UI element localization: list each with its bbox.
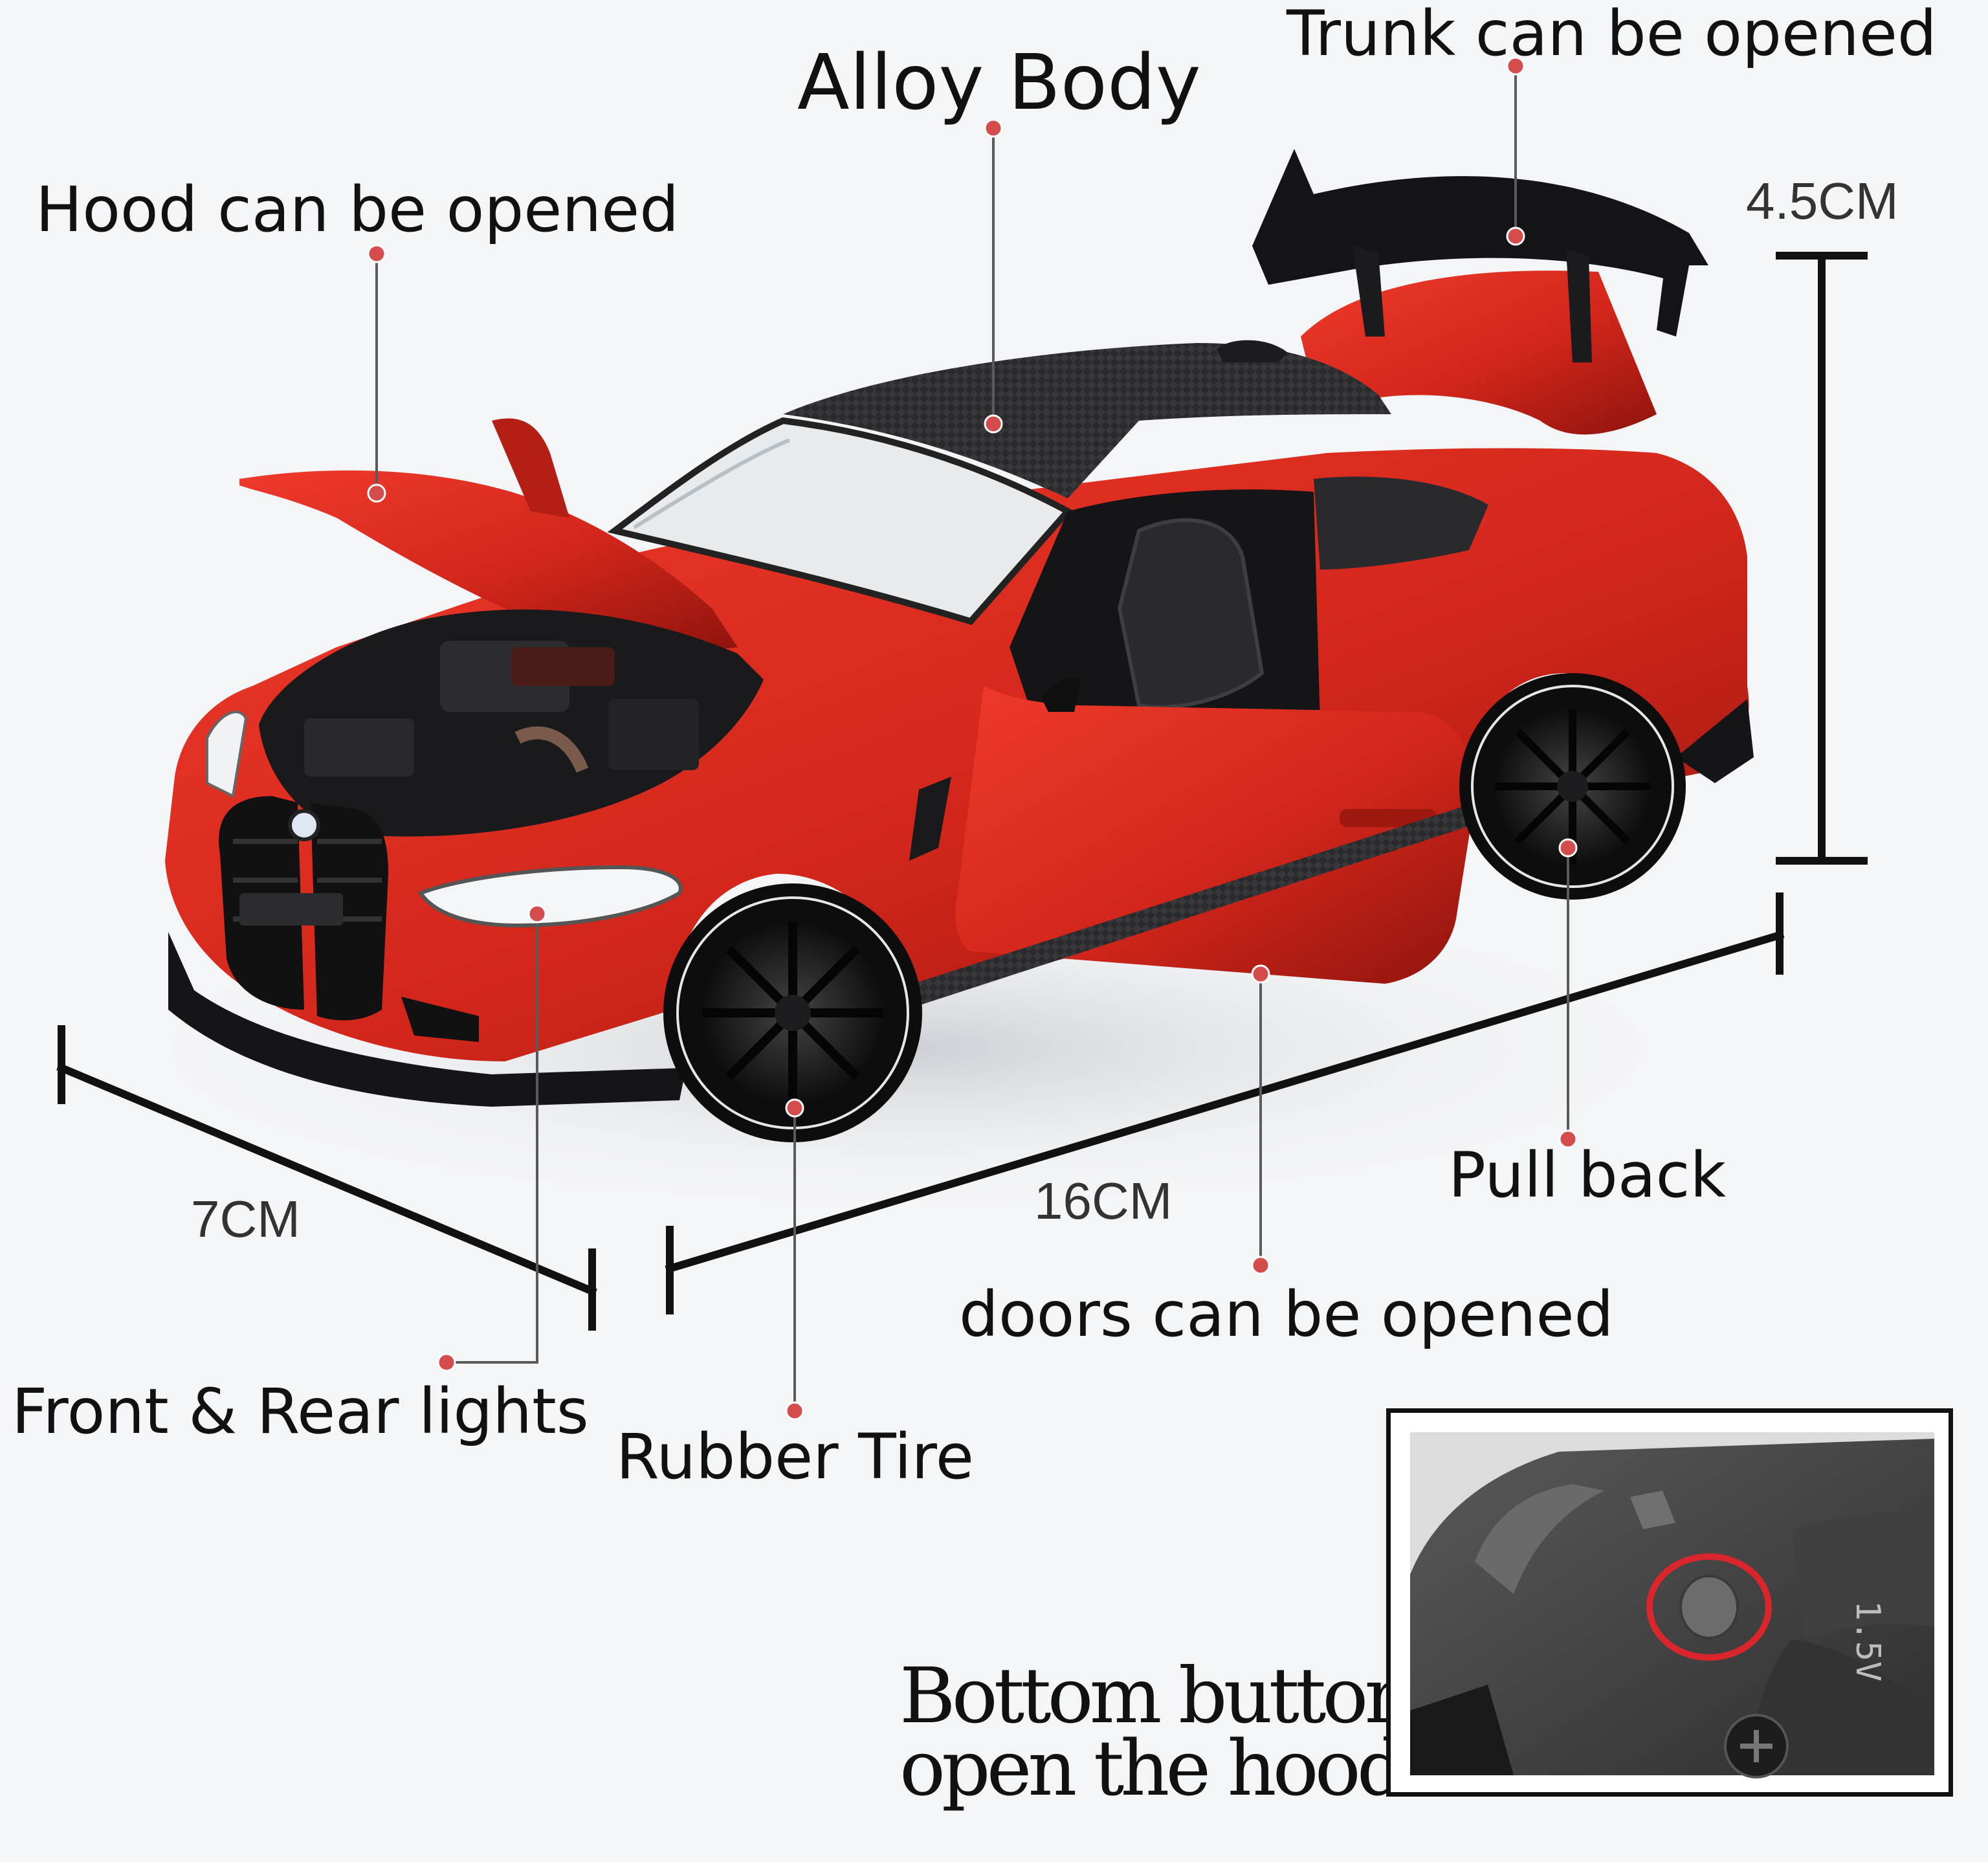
battery-marking: 1.5V (1848, 1601, 1887, 1681)
inset-image: 1.5V (1410, 1432, 1934, 1779)
kidney-grille (219, 796, 388, 1021)
callout-trunk: Trunk can be opened (1287, 0, 1937, 70)
height-label: 4.5CM (1746, 172, 1899, 230)
trunk-lid (1301, 271, 1657, 435)
callout-lights: Front & Rear lights (12, 1375, 589, 1448)
height-dimension (1776, 252, 1868, 865)
callout-hood: Hood can be opened (36, 173, 679, 246)
highlight-ring (1646, 1553, 1772, 1661)
rear-wheel (1459, 673, 1686, 900)
length-dimension (665, 892, 1785, 1314)
callout-tire: Rubber Tire (616, 1421, 974, 1493)
seat (1117, 518, 1265, 709)
callout-alloy-body: Alloy Body (797, 38, 1201, 127)
headlight (417, 865, 683, 928)
callout-doors: doors can be opened (959, 1278, 1614, 1351)
callout-pull-back: Pull back (1448, 1139, 1727, 1212)
bottom-button-note-line1: Bottom button, (900, 1651, 1434, 1740)
front-splitter (168, 932, 686, 1107)
open-door (955, 686, 1475, 984)
car-roof (783, 343, 1391, 498)
engine-bay (259, 609, 764, 837)
length-label: 16CM (1034, 1172, 1173, 1230)
width-label: 7CM (191, 1190, 300, 1248)
hood-button-inset: 1.5V (1386, 1408, 1953, 1797)
toy-car (165, 149, 1754, 1142)
callout-leaders (375, 66, 1569, 1411)
open-hood (239, 470, 738, 650)
hood-release-button (1679, 1575, 1739, 1639)
rear-window (1314, 476, 1488, 570)
brand-emblem (288, 809, 320, 841)
callout-dots (367, 56, 1578, 1421)
front-wheel (663, 883, 922, 1142)
width-dimension (56, 1025, 597, 1331)
bottom-button-note-line2: open the hood (900, 1723, 1406, 1813)
rear-spoiler (1252, 149, 1708, 337)
